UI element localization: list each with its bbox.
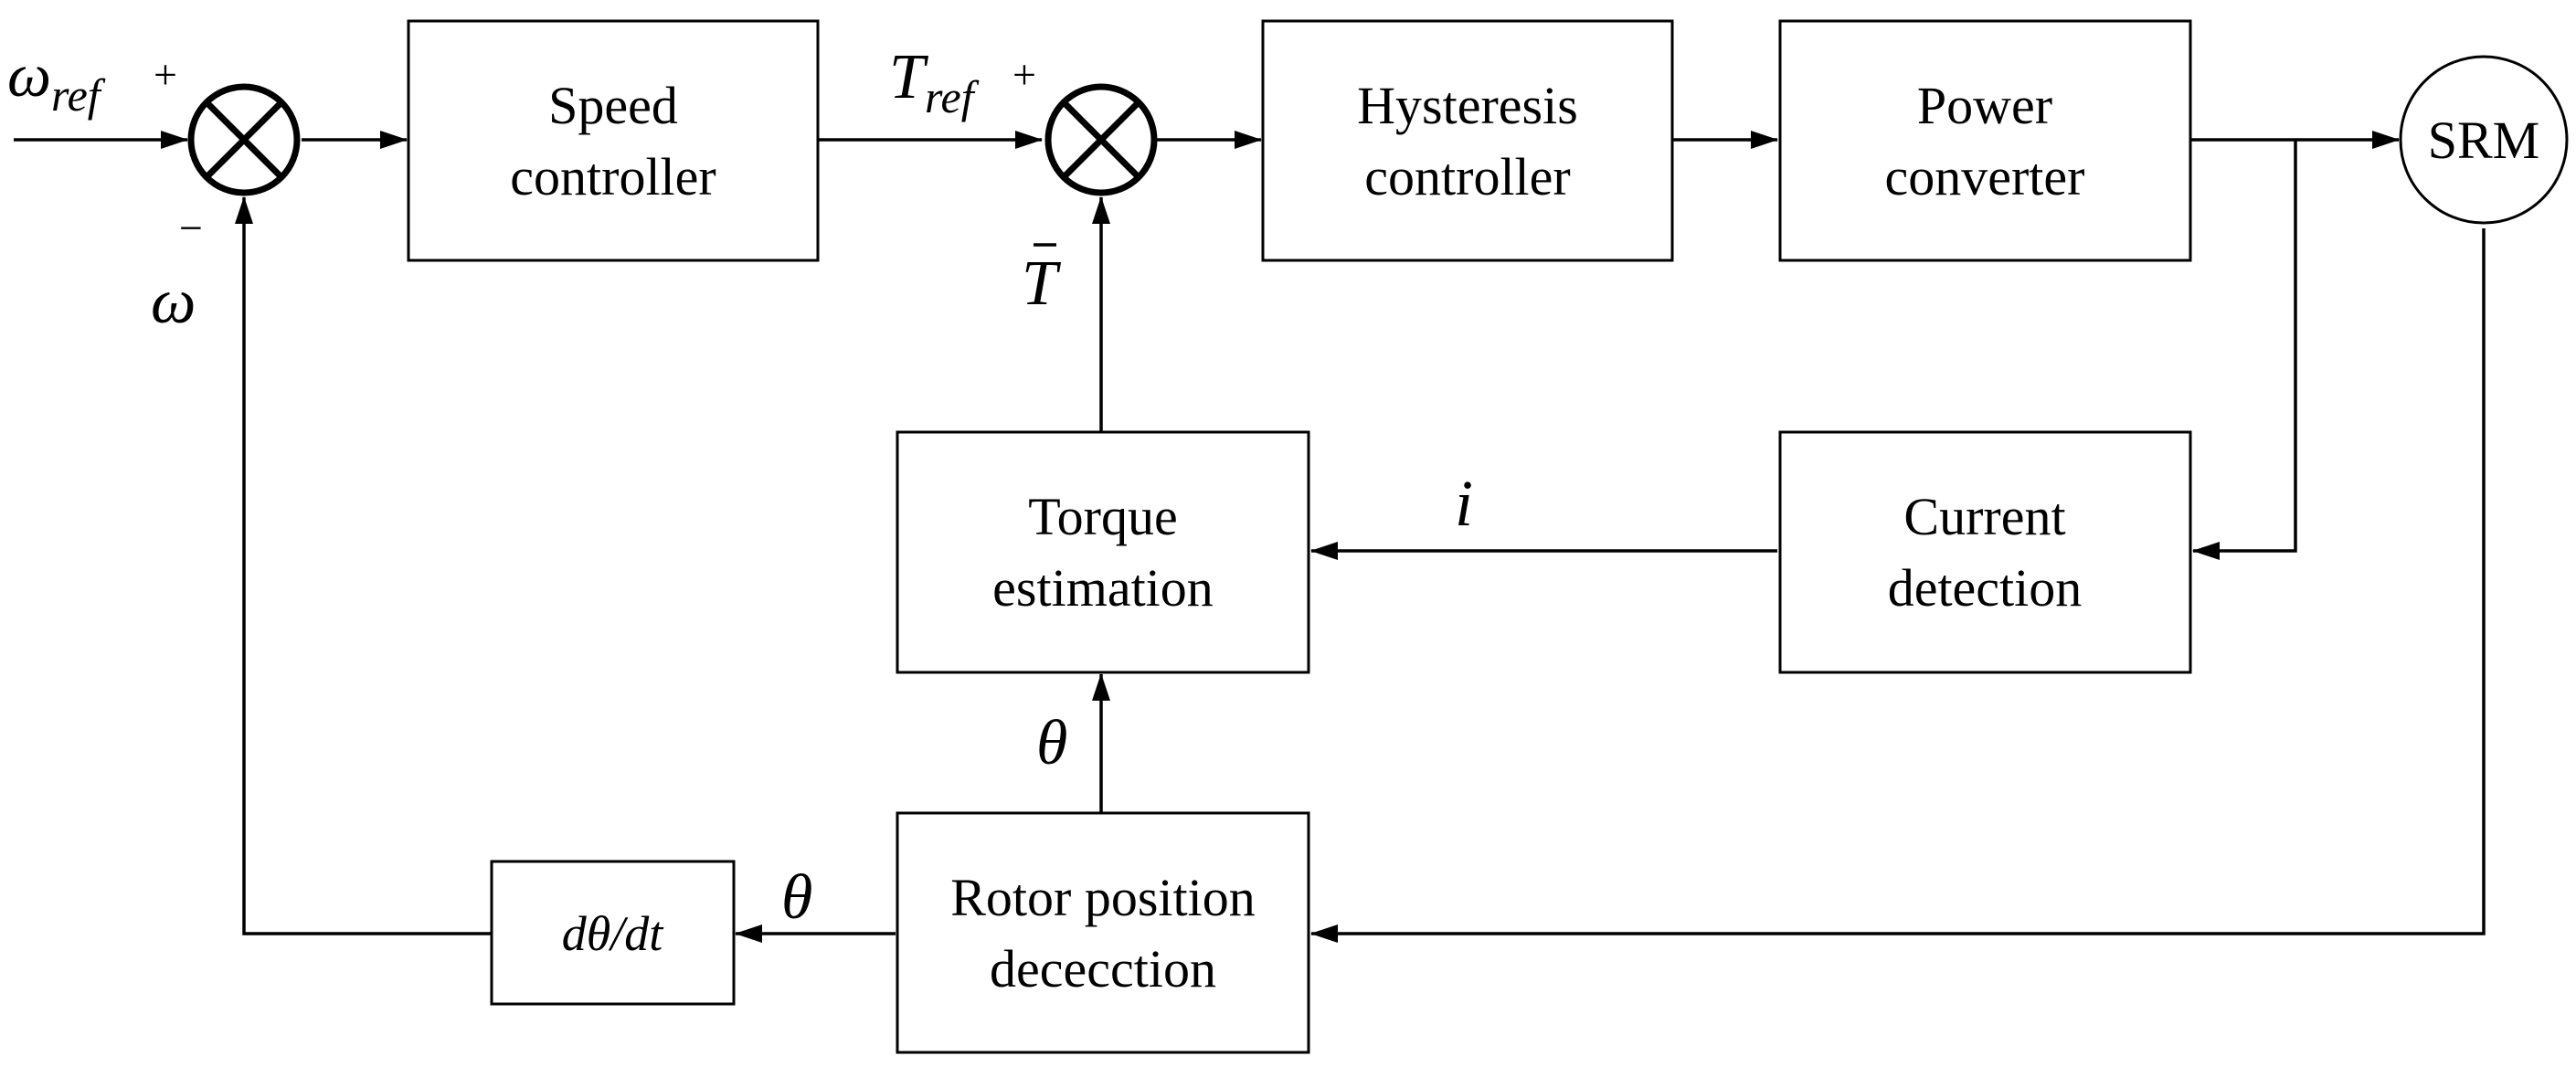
speed-controller-label-1: Speed [548,76,678,135]
torque-estimation-block: Torque estimation [896,430,1310,674]
power-converter-block: Power converter [1778,19,2192,262]
omega-feedback-label: ω [151,267,196,337]
power-converter-label-1: Power [1917,76,2052,135]
rotor-position-label-2: dececction [990,939,1216,998]
current-detection-label-2: detection [1888,558,2083,618]
wire-derivative-to-sum1 [235,196,492,935]
srm-motor: SRM [2399,55,2569,225]
hysteresis-controller-label-2: controller [1364,147,1570,206]
wire-srm-to-rotor-position [1310,228,2486,943]
summing-junction-torque [1044,83,1158,196]
current-detection-block: Current detection [1778,430,2192,674]
current-signal-label: i [1455,467,1473,540]
summing-junction-speed [187,83,301,196]
speed-controller-block: Speed controller [407,19,820,262]
omega-ref-label: ωref [7,40,106,121]
t-ref-label: Tref [889,42,980,122]
wire-tap-to-current-detection [2192,140,2297,560]
derivative-label: dθ/dt [562,906,665,961]
sum1-plus-sign: + [154,51,177,98]
rotor-position-block: Rotor position dececction [896,811,1310,1054]
theta-to-derivative-label: θ [781,862,812,933]
t-feedback-label: T [1022,248,1062,319]
sum1-minus-sign: − [179,205,203,251]
speed-controller-label-2: controller [510,147,716,206]
srm-label: SRM [2428,111,2540,170]
current-detection-label-1: Current [1903,487,2065,546]
sum2-plus-sign: + [1012,51,1036,98]
torque-estimation-label-2: estimation [992,558,1214,618]
hysteresis-controller-label-1: Hysteresis [1357,76,1578,135]
theta-to-torque-label: θ [1036,708,1067,778]
rotor-position-label-1: Rotor position [950,868,1256,927]
power-converter-label-2: converter [1885,147,2085,206]
torque-estimation-label-1: Torque [1028,487,1177,546]
derivative-block: dθ/dt [490,860,736,1006]
hysteresis-controller-block: Hysteresis controller [1261,19,1674,262]
